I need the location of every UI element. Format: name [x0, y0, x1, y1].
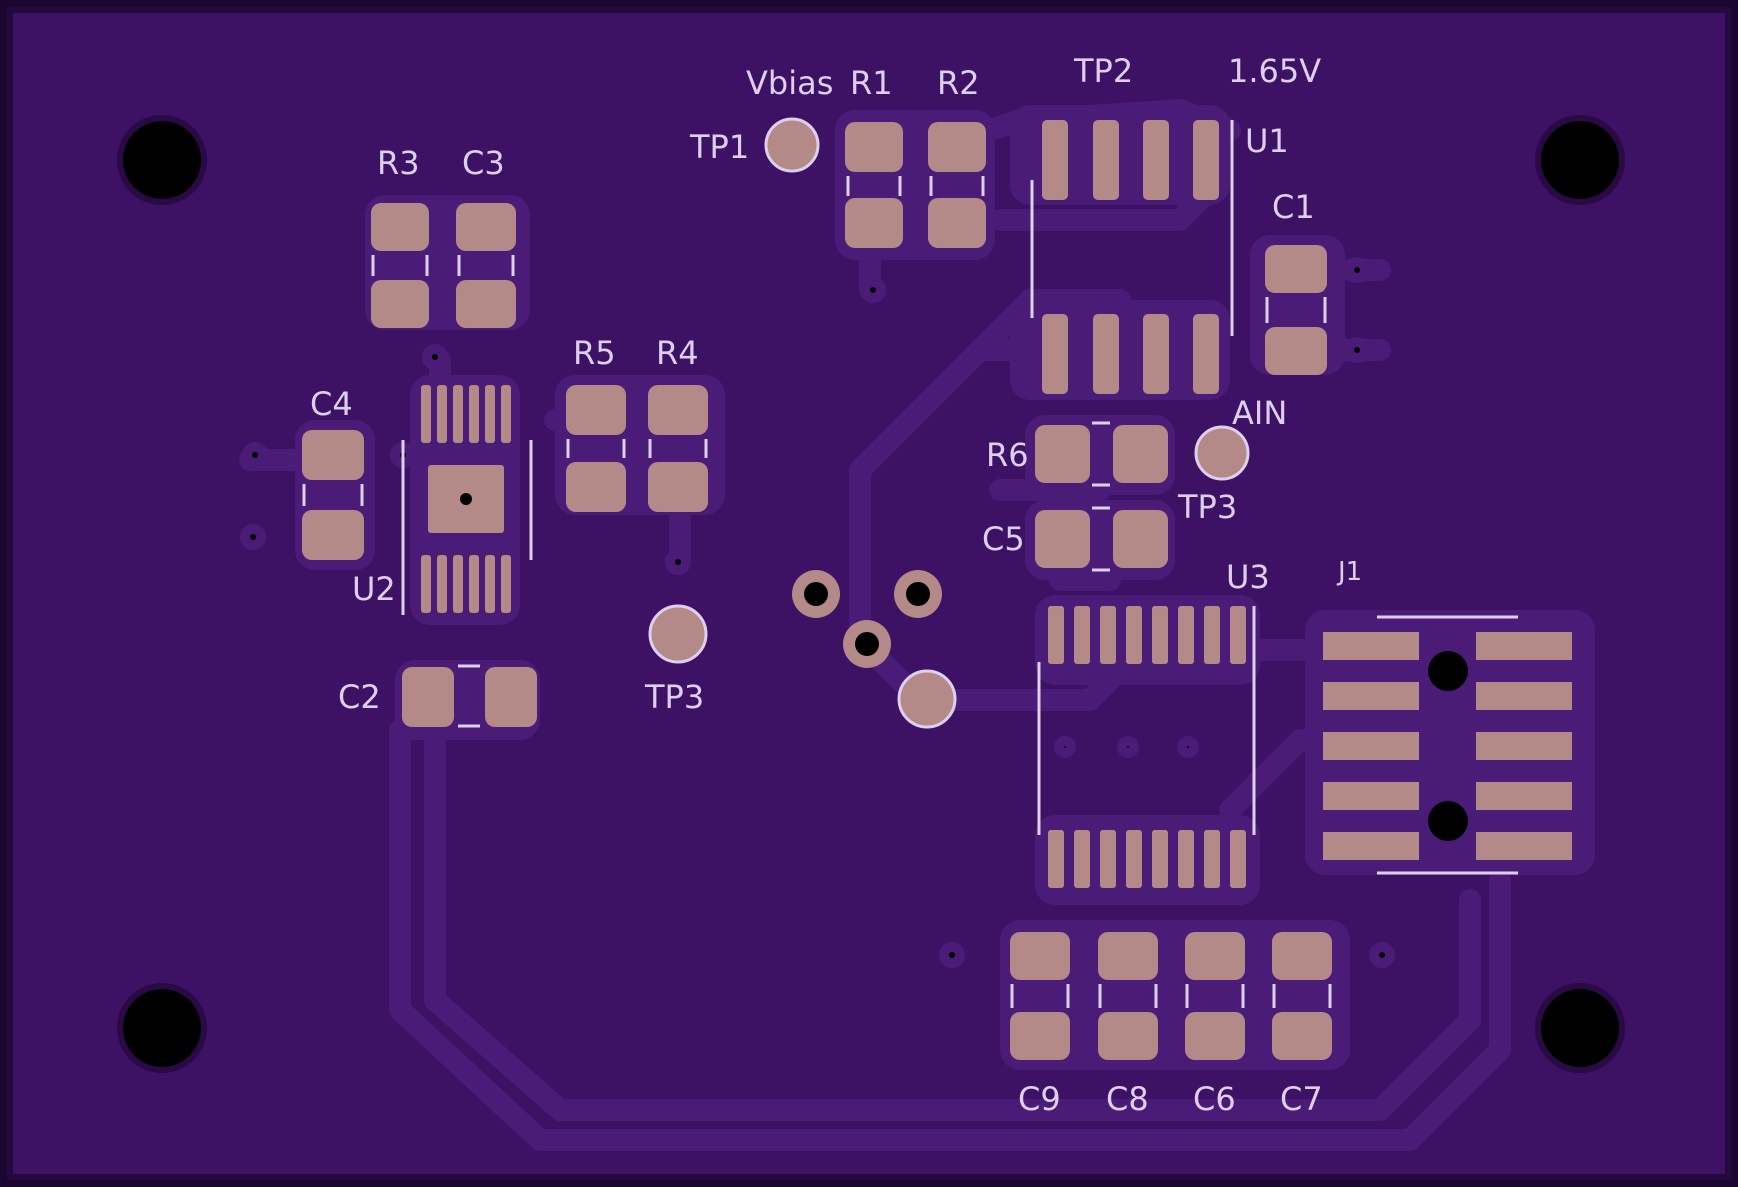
r3-pad [371, 203, 429, 251]
r2-pad [928, 122, 986, 172]
via [1177, 736, 1199, 758]
via [860, 277, 886, 303]
c8-pad [1098, 932, 1158, 980]
label-r5: R5 [573, 334, 616, 372]
r6-pad [1035, 425, 1090, 483]
u1-pads [1042, 120, 1219, 394]
via [1054, 736, 1076, 758]
via [939, 942, 965, 968]
label-c9: C9 [1018, 1080, 1061, 1118]
c4-pad [302, 510, 364, 560]
c4-pad [302, 430, 364, 480]
r5-pad [566, 462, 626, 512]
label-r2: R2 [937, 64, 980, 102]
via [1369, 942, 1395, 968]
r1-pad [845, 122, 903, 172]
c6-pad [1185, 932, 1245, 980]
c2-pad [485, 667, 537, 727]
r3-pad [371, 280, 429, 328]
label-r3: R3 [377, 144, 420, 182]
c8-pad [1098, 1012, 1158, 1060]
c7-pad [1272, 932, 1332, 980]
label-c5: C5 [982, 520, 1025, 558]
vias [240, 257, 1395, 968]
via [242, 442, 268, 468]
mounting-hole [117, 115, 207, 205]
label-c3: C3 [462, 144, 505, 182]
mounting-hole [1535, 115, 1625, 205]
through-hole-pads [792, 570, 942, 668]
via [240, 524, 266, 550]
label-r6: R6 [986, 436, 1029, 474]
via [422, 344, 448, 370]
r4-pad [648, 462, 708, 512]
mounting-holes [117, 115, 1625, 1073]
mounting-hole [117, 983, 207, 1073]
c1-pad [1265, 245, 1327, 293]
label-c2: C2 [338, 678, 381, 716]
label-tp3-left: TP3 [644, 678, 704, 716]
label-c4: C4 [310, 385, 353, 423]
r5-pad [566, 385, 626, 435]
label-j1: J1 [1336, 557, 1362, 587]
label-u2: U2 [352, 570, 396, 608]
r4-pad [648, 385, 708, 435]
test-points [648, 117, 1250, 729]
via [460, 493, 472, 505]
via [1344, 337, 1370, 363]
tp1-pad [764, 117, 820, 173]
c9-pad [1010, 932, 1070, 980]
label-tp1: TP1 [689, 128, 749, 166]
c5-pad [1035, 510, 1090, 568]
test-pad [897, 669, 957, 729]
label-ain: AIN [1232, 394, 1287, 432]
label-tp3-ain: TP3 [1177, 488, 1237, 526]
via [1344, 257, 1370, 283]
r1-pad [845, 198, 903, 248]
r2-pad [928, 198, 986, 248]
label-r1: R1 [850, 64, 893, 102]
silkscreen-labels: Vbias R1 R2 TP2 1.65V TP1 U1 R3 C3 C1 R5… [310, 52, 1362, 1118]
label-c6: C6 [1193, 1080, 1236, 1118]
via [1117, 736, 1139, 758]
c1-pad [1265, 327, 1327, 375]
u2-pads [421, 385, 511, 613]
label-1-65v: 1.65V [1228, 52, 1321, 90]
c2-pad [402, 667, 454, 727]
mounting-hole [1535, 983, 1625, 1073]
c7-pad [1272, 1012, 1332, 1060]
label-c1: C1 [1272, 188, 1315, 226]
c3-pad [456, 203, 516, 251]
r6-pad [1113, 425, 1168, 483]
label-c8: C8 [1106, 1080, 1149, 1118]
j1-holes [1428, 651, 1468, 841]
j1-pads [1323, 632, 1572, 860]
c3-pad [456, 280, 516, 328]
tp3-ain-pad [1194, 425, 1250, 481]
silkscreen-outlines [302, 120, 1518, 1008]
c9-pad [1010, 1012, 1070, 1060]
via [665, 549, 691, 575]
smd-pads [302, 122, 1332, 1060]
u3-pads [1048, 606, 1246, 888]
c6-pad [1185, 1012, 1245, 1060]
label-tp2: TP2 [1073, 52, 1133, 90]
label-r4: R4 [656, 334, 699, 372]
label-u1: U1 [1245, 122, 1289, 160]
label-u3: U3 [1226, 558, 1270, 596]
tp3-left-pad [648, 604, 708, 664]
label-vbias: Vbias [746, 64, 833, 102]
label-c7: C7 [1280, 1080, 1323, 1118]
c5-pad [1113, 510, 1168, 568]
